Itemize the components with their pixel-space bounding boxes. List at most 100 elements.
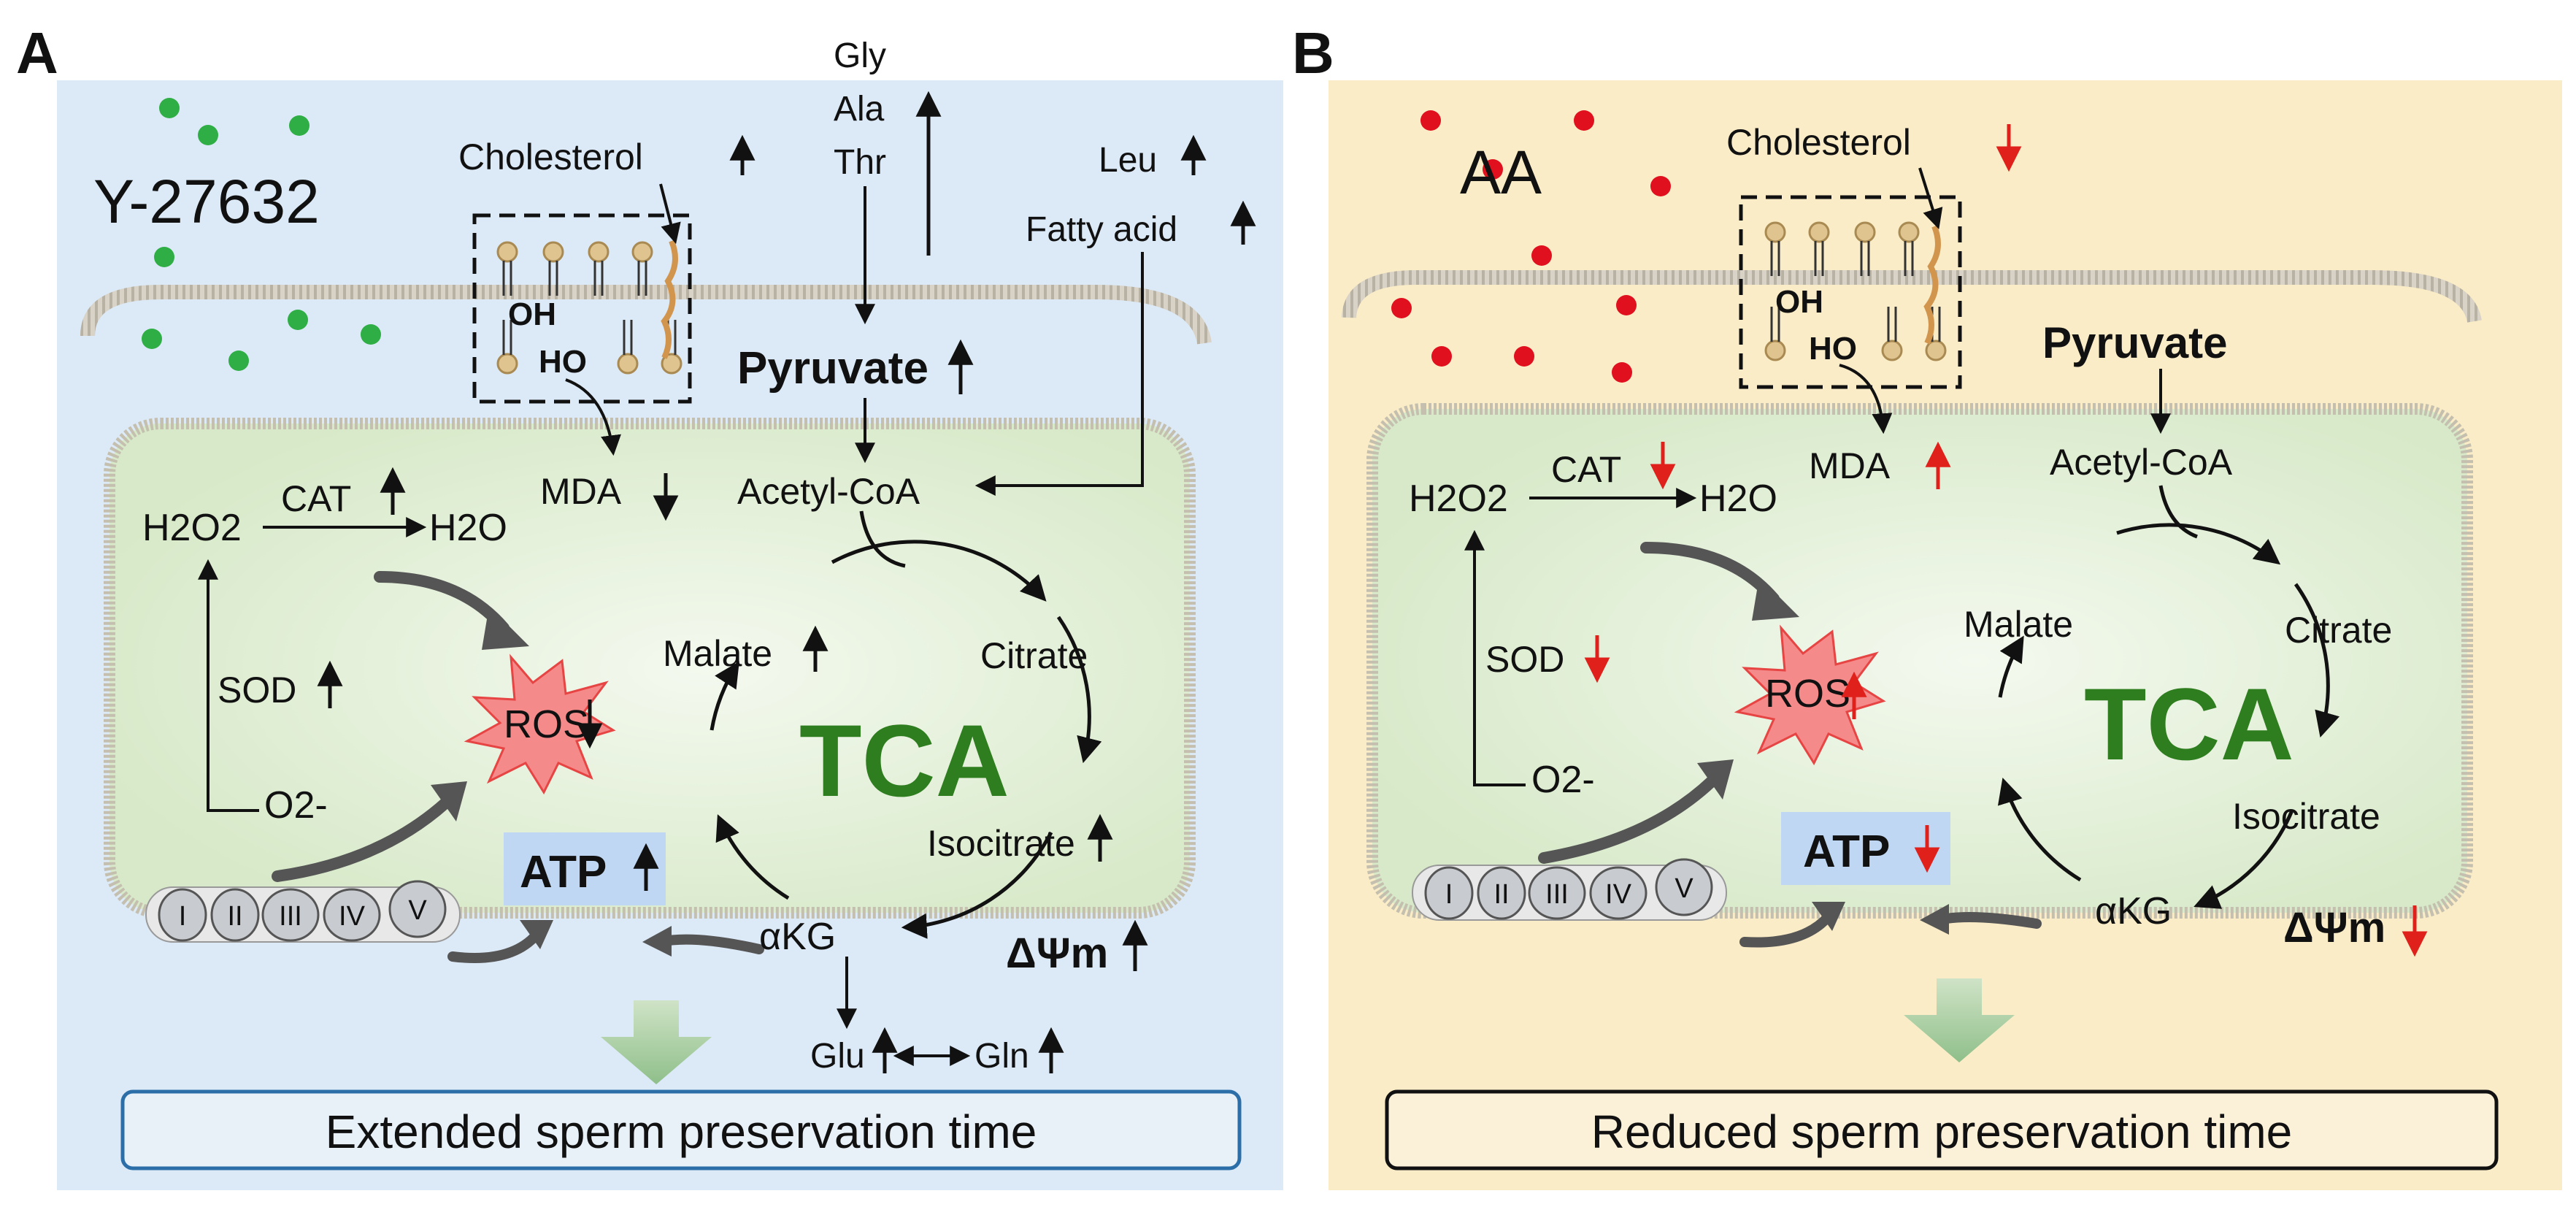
complex-i: I <box>1445 879 1453 910</box>
isocitrate-label: Isocitrate <box>927 823 1075 864</box>
citrate-to-isocitrate-arrow <box>2294 583 2340 738</box>
etc-to-atp-arrow <box>1739 911 1834 948</box>
lipid-to-mda-arrow <box>565 378 621 456</box>
akg-to-malate-arrow <box>715 814 790 900</box>
delta-psi-label: ΔΨm <box>2283 904 2385 951</box>
complex-iii: III <box>279 901 302 932</box>
panel-b-letter: B <box>1292 20 1334 85</box>
plasma-membrane <box>1342 270 2482 323</box>
oxaloacetate-to-citrate-arrow <box>2116 523 2281 565</box>
ros-burst <box>1734 624 1886 766</box>
malate-label: Malate <box>663 633 772 674</box>
tca-label: TCA <box>2084 667 2294 781</box>
membrane-oh: OH <box>1775 284 1823 320</box>
etc-to-atp-arrow <box>447 930 542 963</box>
membrane-ho: HO <box>539 344 587 380</box>
outcome-box <box>120 1089 1242 1170</box>
amino-gly: Gly <box>834 37 886 75</box>
compound-label: AA <box>1460 138 1542 207</box>
etc-complexes <box>158 880 447 942</box>
akg-label: αKG <box>759 916 836 958</box>
gln-label: Gln <box>974 1037 1029 1076</box>
isocitrate-to-akg-arrow <box>901 831 1053 939</box>
outcome-arrow <box>1904 978 2015 1062</box>
citrate-label: Citrate <box>980 635 1088 676</box>
outcome-label: Reduced sperm preservation time <box>1591 1106 2292 1158</box>
compound-dots <box>142 98 381 371</box>
leu-label: Leu <box>1099 141 1157 180</box>
membrane-inset <box>472 213 692 404</box>
etc-to-ros-arrow <box>1538 775 1718 864</box>
akg-to-malate-arrow <box>1997 777 2082 882</box>
citrate-to-isocitrate-arrow <box>1056 616 1102 764</box>
panel-a: A Y-27632 OH HO Cholesterol Gly Ala Thr <box>16 20 1283 1190</box>
plasma-membrane <box>80 285 1212 345</box>
o2-to-h2o2-arrow <box>198 559 259 812</box>
membrane-ho: HO <box>1809 331 1857 367</box>
atp-label: ATP <box>1803 827 1890 877</box>
tca-label: TCA <box>799 703 1010 818</box>
cholesterol-label: Cholesterol <box>1726 122 1911 163</box>
citrate-label: Citrate <box>2285 610 2392 651</box>
malate-segment <box>710 661 739 731</box>
h2o-label: H2O <box>1699 478 1777 520</box>
malate-segment <box>1998 635 2024 698</box>
isocitrate-to-akg-arrow <box>2194 810 2294 909</box>
acetylcoa-entry <box>859 510 906 568</box>
ros-label: ROS <box>504 702 589 746</box>
glu-label: Glu <box>810 1037 865 1076</box>
sod-label: SOD <box>1485 639 1564 680</box>
akg-to-atp-arrow <box>1933 912 2042 929</box>
outcome-arrow <box>601 1000 712 1084</box>
amino-ala: Ala <box>834 90 885 129</box>
complex-v: V <box>1675 873 1693 904</box>
h2o-label: H2O <box>429 507 507 549</box>
complex-iii: III <box>1545 879 1569 910</box>
fatty-acid-to-acetylcoa-arrow <box>974 252 1144 496</box>
cat-label: CAT <box>281 478 351 519</box>
complex-v: V <box>408 895 427 926</box>
ros-label: ROS <box>1765 672 1850 716</box>
oxaloacetate-to-citrate-arrow <box>831 540 1047 602</box>
malate-label: Malate <box>1964 604 2073 645</box>
mda-label: MDA <box>540 471 622 512</box>
membrane-oh: OH <box>508 296 556 332</box>
fatty-acid-label: Fatty acid <box>1026 210 1177 249</box>
cholesterol-molecule <box>661 240 678 359</box>
complex-ii: II <box>1493 879 1509 910</box>
cholesterol-pointer <box>659 183 681 245</box>
complex-i: I <box>179 901 187 932</box>
cholesterol-molecule <box>1923 225 1941 345</box>
cat-label: CAT <box>1551 449 1621 490</box>
compound-label: Y-27632 <box>93 167 320 236</box>
akg-label: αKG <box>2095 890 2172 932</box>
acetyl-coa-label: Acetyl-CoA <box>737 471 920 512</box>
acetylcoa-entry <box>2158 485 2198 539</box>
mda-label: MDA <box>1809 445 1891 486</box>
h2o2-label: H2O2 <box>1409 478 1508 520</box>
acetyl-coa-label: Acetyl-CoA <box>2050 442 2233 483</box>
membrane-inset <box>1739 195 1962 389</box>
complex-ii: II <box>227 901 242 932</box>
cholesterol-label: Cholesterol <box>458 137 643 177</box>
complex-iv: IV <box>339 901 366 932</box>
compound-dots <box>1391 110 1671 383</box>
complex-iv: IV <box>1605 879 1632 910</box>
isocitrate-label: Isocitrate <box>2232 796 2380 837</box>
h2o2-label: H2O2 <box>142 507 242 549</box>
sod-label: SOD <box>218 670 296 710</box>
delta-psi-label: ΔΨm <box>1006 930 1108 977</box>
amino-thr: Thr <box>834 143 886 182</box>
etc-to-ros-arrow <box>272 797 451 882</box>
pyruvate-label: Pyruvate <box>737 343 928 394</box>
pyruvate-label: Pyruvate <box>2042 318 2227 367</box>
mitochondrion <box>104 418 1196 919</box>
etc-complexes <box>1424 858 1713 920</box>
panel-a-letter: A <box>16 20 58 85</box>
cholesterol-pointer <box>1918 167 1943 230</box>
ros-burst <box>464 654 616 795</box>
o2-label: O2- <box>264 784 328 827</box>
o2-label: O2- <box>1531 759 1595 801</box>
panel-b: B AA OH HO Cholesterol Pyruvate Acetyl-C… <box>1292 20 2562 1190</box>
